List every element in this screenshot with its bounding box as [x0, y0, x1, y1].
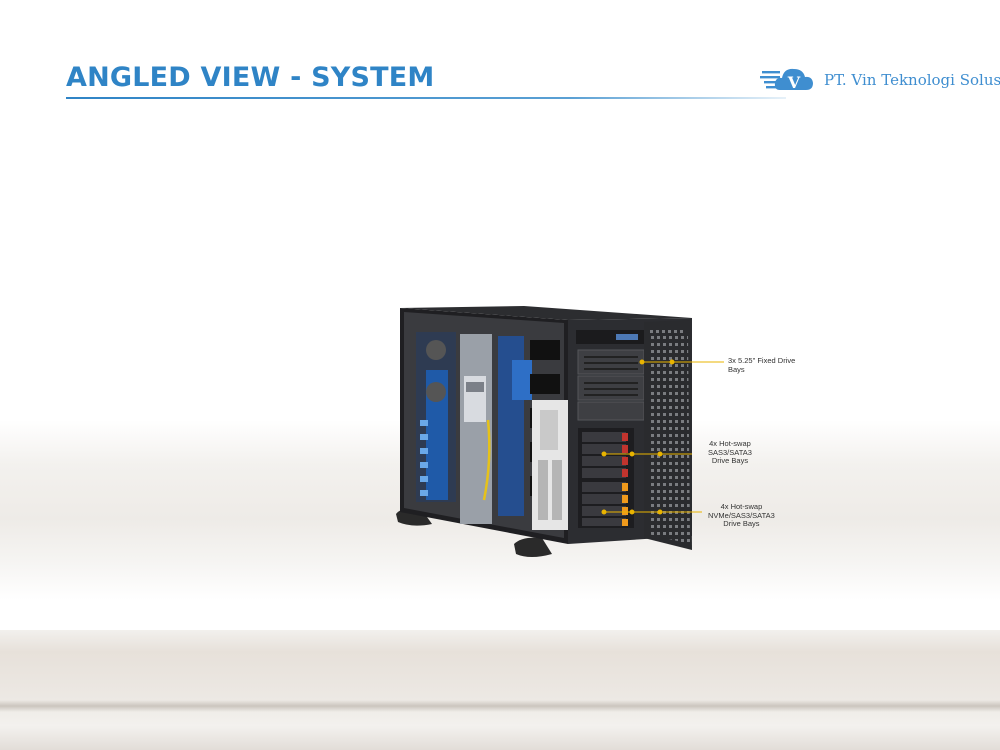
brand-name: PT. Vin Teknologi Solusi — [824, 71, 1000, 89]
callout-hot-swap-nvme-sas3-sata3: 4x Hot-swap NVMe/SAS3/SATA3 Drive Bays — [708, 502, 775, 529]
brand-logo-letter: V — [787, 73, 801, 92]
cloud-v-logo-icon: V — [760, 68, 813, 92]
tower-server-image — [396, 306, 724, 557]
brand-logo-group: V PT. Vin Teknologi Solusi — [760, 62, 1000, 98]
callout-fixed-drive-bays: 3x 5.25" Fixed Drive Bays — [728, 356, 796, 374]
slide-title: ANGLED VIEW - SYSTEM — [66, 62, 435, 93]
callout-hot-swap-sas3-sata3: 4x Hot-swap SAS3/SATA3 Drive Bays — [708, 439, 752, 466]
background-band-shadow — [0, 700, 1000, 712]
background-band-dark — [0, 630, 1000, 750]
title-underline — [66, 97, 786, 99]
door-vent-grid — [650, 330, 683, 333]
